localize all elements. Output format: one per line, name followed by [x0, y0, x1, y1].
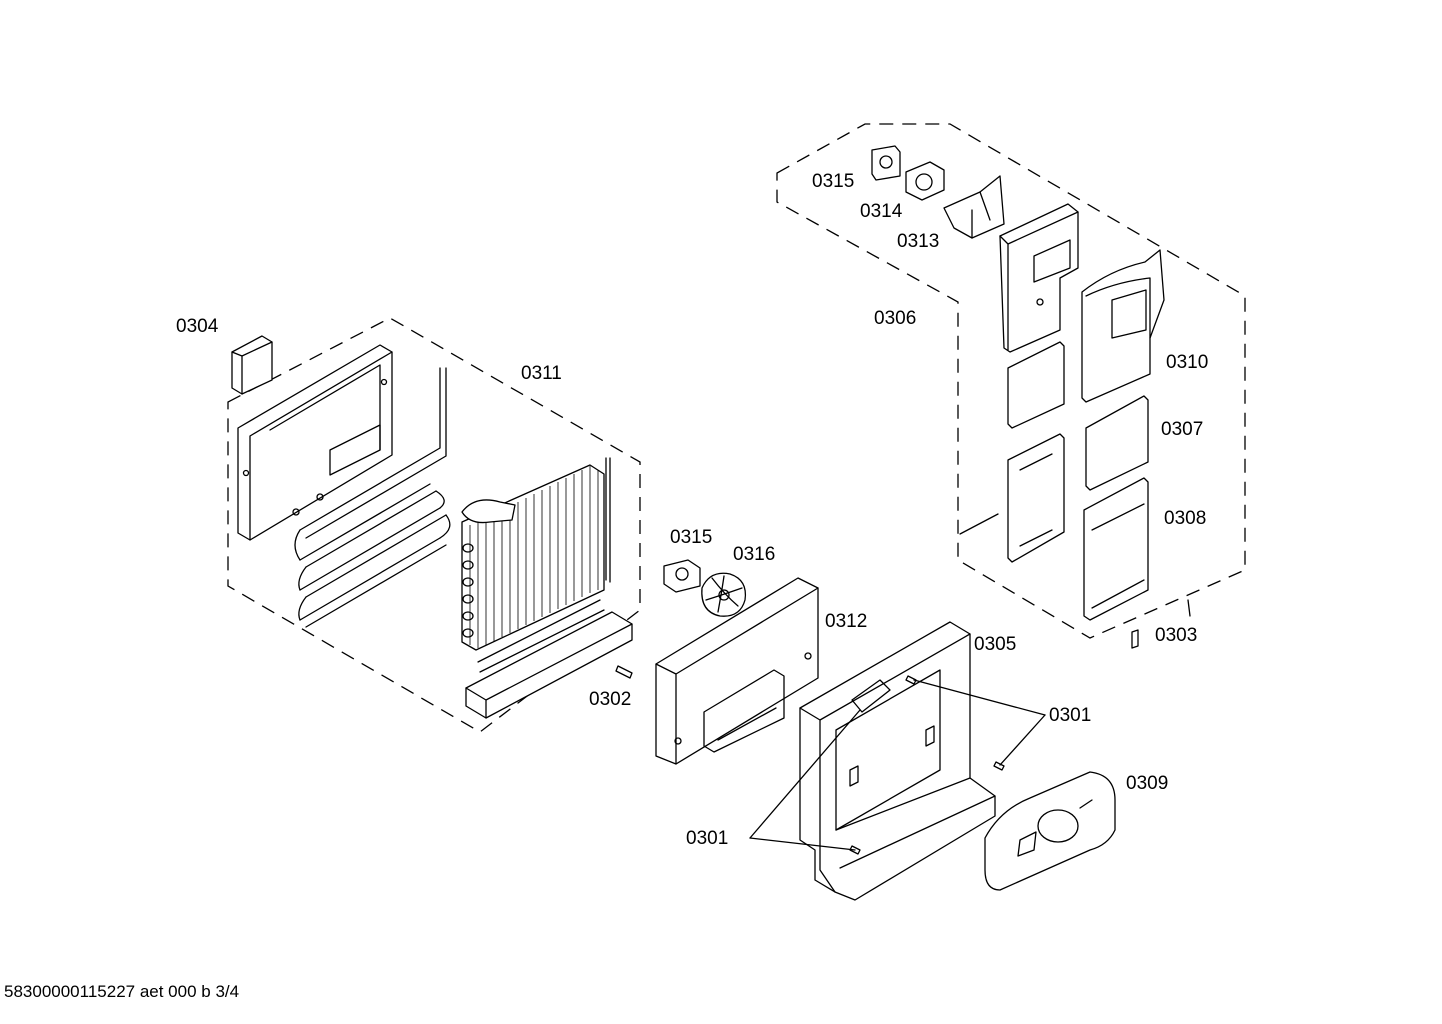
label-0301-left: 0301	[686, 828, 729, 849]
label-0304: 0304	[176, 316, 219, 337]
part-0313-bracket	[943, 175, 1005, 239]
part-0307-panel	[1085, 395, 1149, 491]
part-0303-piece-a	[1131, 629, 1139, 649]
group-outline-0311	[227, 317, 641, 733]
label-0302: 0302	[589, 689, 632, 710]
part-0303-piece-b	[1187, 599, 1191, 617]
leader-0301-right-b	[999, 714, 1046, 766]
label-0309: 0309	[1126, 773, 1169, 794]
label-0308: 0308	[1164, 508, 1207, 529]
part-0301-screws	[849, 675, 1005, 855]
part-0311-evaporator	[461, 457, 611, 651]
label-0311: 0311	[521, 363, 562, 384]
group-outline-0306	[776, 123, 1246, 639]
leader-0301-left-b	[749, 837, 856, 851]
label-0313: 0313	[897, 231, 940, 252]
label-0307: 0307	[1161, 419, 1204, 440]
part-0311-drain-tray	[465, 599, 633, 719]
drawing-footer-code: 58300000115227 aet 000 b 3/4	[4, 982, 240, 1001]
part-0309-duct-cover	[984, 771, 1116, 891]
label-0303: 0303	[1155, 625, 1198, 646]
label-0306: 0306	[874, 308, 917, 329]
label-0305: 0305	[974, 634, 1017, 655]
part-0315-top-bracket	[871, 145, 901, 181]
part-0306-duct	[959, 203, 1079, 563]
part-0312-cover	[655, 577, 819, 765]
part-0314-motor	[905, 161, 945, 201]
leader-0301-right-a	[913, 679, 1046, 716]
part-0315-mid-bracket	[663, 559, 701, 593]
part-0304-clip	[231, 335, 273, 395]
part-0311-back-panel	[237, 344, 393, 541]
part-0305-frame	[799, 621, 996, 901]
part-0302-pin	[615, 665, 633, 679]
label-0315-top: 0315	[812, 171, 855, 192]
part-0310-duct-top	[1081, 249, 1165, 403]
part-0316-fan	[701, 572, 747, 617]
label-0316: 0316	[733, 544, 776, 565]
label-0314: 0314	[860, 201, 903, 222]
part-0311-condenser	[294, 367, 451, 628]
label-0301-right: 0301	[1049, 705, 1092, 726]
label-0312: 0312	[825, 611, 868, 632]
label-0315-mid: 0315	[670, 527, 713, 548]
part-0308-panel	[1083, 477, 1149, 621]
label-0310: 0310	[1166, 352, 1209, 373]
leader-0301-left-a	[749, 709, 861, 839]
